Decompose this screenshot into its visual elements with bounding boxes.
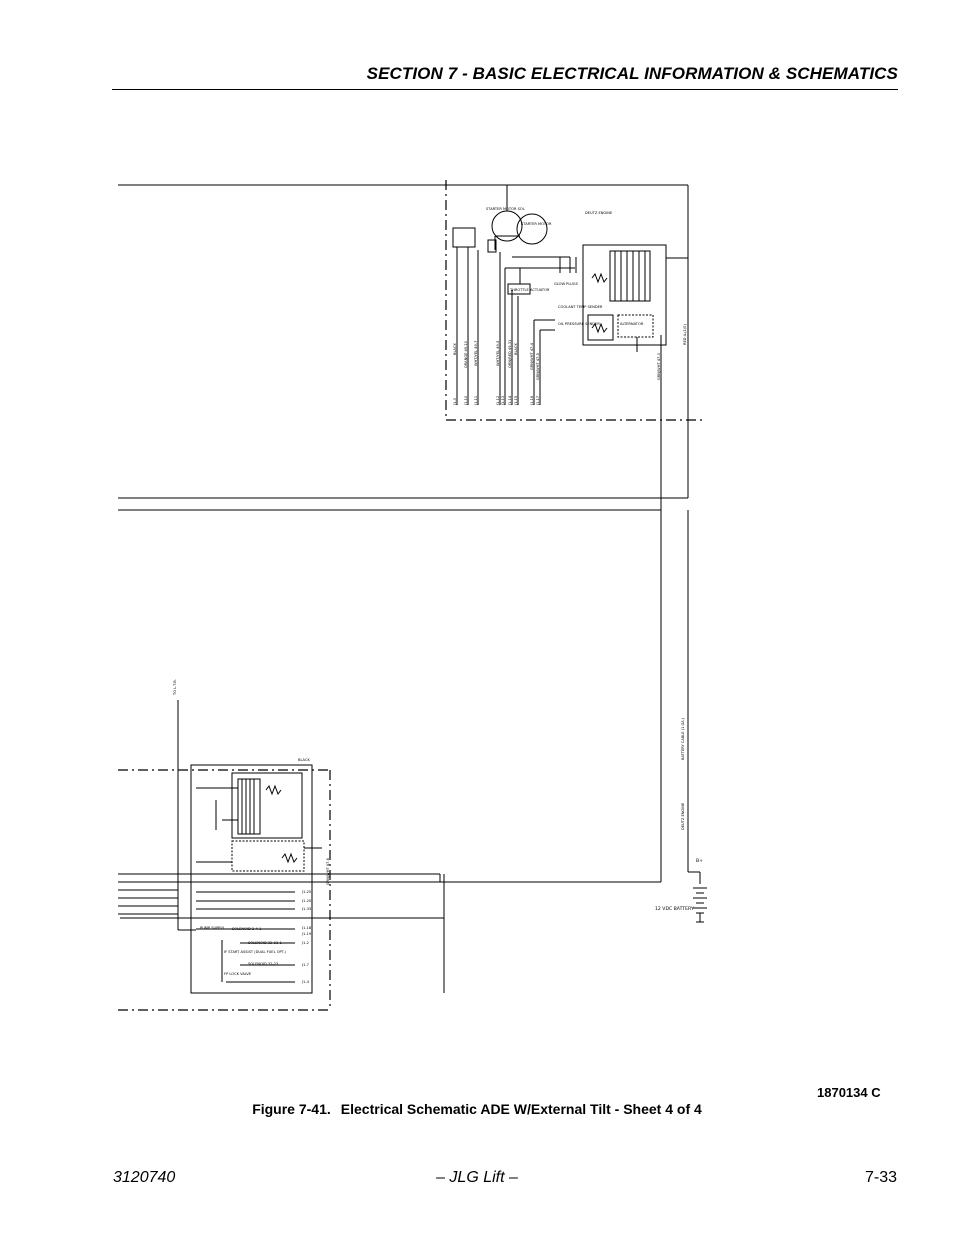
page-number: 7-33	[864, 1169, 897, 1186]
schematic-tiny-labels: DEUTZ ENGINE STARTER MOTOR SOL STARTER M…	[173, 207, 703, 984]
lower-engine-boundary	[118, 769, 331, 1011]
label-deutz-top: DEUTZ ENGINE	[585, 211, 613, 215]
label-j1-2: J1-2	[301, 941, 309, 945]
label-battery: 12 VDC BATTERY	[655, 906, 694, 912]
upper-engine-boundary	[445, 180, 705, 421]
label-wire-red: RED 4-(1/0)	[683, 324, 687, 345]
label-j1-17: J1-17	[536, 396, 540, 406]
label-pump: PUMP SUPPLY	[200, 926, 225, 930]
drawing-number: 1870134 C	[817, 1085, 881, 1100]
label-glow-plugs: GLOW PLUGS	[554, 282, 579, 286]
upper-vertical-wires	[477, 250, 577, 405]
label-wire-orn-red: ORN/RED 49-31	[508, 340, 512, 368]
label-j1-11: J1-11	[474, 396, 478, 406]
label-starter-motor: STARTER MOTOR	[521, 222, 552, 226]
section-title: SECTION 7 - BASIC ELECTRICAL INFORMATION…	[366, 64, 898, 83]
label-j1-19: J1-19	[301, 932, 312, 936]
label-j1-7: J1-7	[301, 963, 309, 967]
label-solenoid-3: SOLENOID 32-23	[248, 962, 278, 966]
starter-motor-symbols	[487, 185, 548, 253]
label-coolant: COOLANT TEMP SENDER	[558, 305, 603, 309]
label-j1-14: J1-14	[508, 395, 512, 406]
label-solenoid-2: SOLENOID 32-21-1	[248, 941, 282, 945]
label-j1-18: J1-18	[301, 926, 312, 930]
label-wire-grn-wht: GRN/WHT 47-4	[530, 342, 534, 370]
label-j1-33: J1-33	[301, 907, 311, 911]
label-j1-12: J1-12	[496, 396, 500, 406]
label-start-assist: IF START ASSIST (DUAL FUEL OPT.)	[224, 950, 287, 954]
label-j1-25: J1-25	[301, 890, 311, 894]
label-solenoid-1: SOLENOID 2-4-1	[232, 927, 261, 931]
label-wire-black-2: BLACK	[514, 343, 518, 355]
label-bplus: B+	[696, 858, 703, 864]
label-j1-4: J1-4	[301, 980, 310, 984]
label-battery-cable: BATTERY CABLE (1 GA.)	[681, 717, 685, 760]
label-deutz-bottom: DEUTZ ENGINE	[681, 802, 685, 830]
label-wire-grn-wht-3: GRN/WHT 47-3	[657, 353, 661, 380]
figure-caption: Figure 7-41. Electrical Schematic ADE W/E…	[0, 1101, 954, 1117]
label-wire-orange: ORANGE 49-10	[464, 340, 468, 368]
label-throttle: THROTTLE ACTUATOR	[509, 288, 550, 292]
upper-bus-lines	[118, 184, 689, 511]
lower-harness	[118, 700, 662, 994]
label-j1-10: J1-10	[464, 395, 468, 406]
figure-number: Figure 7-41.	[252, 1101, 331, 1117]
label-wire-grn-wht-2: GRN/WHT 47-5	[536, 353, 540, 380]
label-alternator: ALTERNATOR	[620, 322, 644, 326]
label-black: BLACK	[298, 758, 310, 762]
header-rule	[112, 89, 898, 90]
label-wire-wht-yel-2: WHT/YEL 49-9	[496, 340, 500, 366]
label-oil: OIL PRESSURE SENDER	[558, 322, 600, 326]
label-j1-15: J1-15	[514, 396, 518, 406]
label-fuel-valve: FP LOCK VALVE	[224, 972, 252, 976]
label-wire-wht-yel: WHT/YEL 49-7	[474, 341, 478, 366]
figure-title: Electrical Schematic ADE W/External Tilt…	[340, 1101, 702, 1117]
label-j1-16: J1-16	[530, 395, 534, 406]
label-j1-13: J1-13	[501, 396, 505, 406]
label-j1-20: J1-20	[301, 899, 312, 903]
footer-brand: – JLG Lift –	[436, 1169, 518, 1186]
upper-alternator-box	[582, 244, 688, 875]
left-sensor-box	[452, 227, 476, 405]
label-j1-3: J1-3	[453, 398, 457, 406]
battery-symbol	[687, 510, 707, 923]
label-starter-sol: STARTER MOTOR SOL	[486, 207, 525, 211]
label-wire-grn-wht-4: GRN/WHT 47-6	[326, 857, 330, 885]
label-wire-black: BLACK	[453, 343, 457, 355]
label-to-ltb: TO L.T.B.	[173, 679, 177, 696]
doc-number: 3120740	[113, 1169, 176, 1186]
